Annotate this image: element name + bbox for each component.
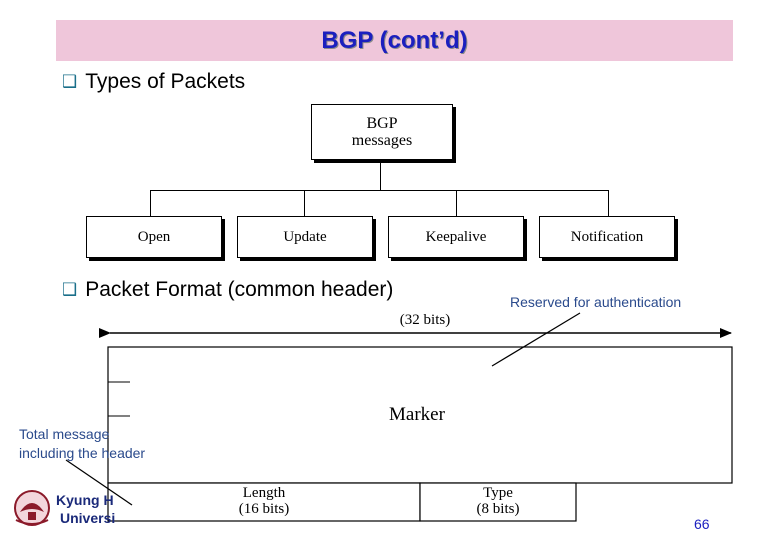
open-label: Open (137, 228, 171, 245)
root-line-1: BGP (366, 115, 398, 132)
university-seal-icon (14, 490, 50, 526)
marker-field (107, 346, 733, 484)
reserved-annotation: Reserved for authentication (510, 294, 682, 310)
tree-connector-keepalive (456, 190, 457, 216)
tree-connector-horizontal (150, 190, 609, 191)
total-line-1: Total message (19, 426, 110, 442)
tree-connector-open (150, 190, 151, 216)
bullet-types-of-packets: ❑ Types of Packets (62, 70, 245, 94)
reserved-pointer-line (491, 312, 581, 367)
bgp-messages-box: BGP messages (311, 104, 453, 160)
checkbox-bullet-icon: ❑ (62, 72, 78, 92)
type-bits: (8 bits) (476, 501, 520, 517)
update-box: Update (237, 216, 373, 258)
notification-label: Notification (570, 228, 644, 245)
length-label: Length (242, 485, 286, 501)
logo-line-2: Universi (60, 510, 116, 526)
marker-label: Marker (389, 404, 445, 425)
slide-title: BGP (cont’d) (321, 27, 468, 54)
type-label-group: Type (8 bits) (448, 485, 548, 517)
open-box: Open (86, 216, 222, 258)
type-field (419, 482, 577, 522)
length-field (107, 482, 421, 522)
notification-box: Notification (539, 216, 675, 258)
length-bits: (16 bits) (238, 501, 290, 517)
total-line-2: including the header (19, 445, 146, 461)
bullet-packet-format: ❑ Packet Format (common header) (62, 278, 393, 302)
tree-connector-vertical (380, 159, 381, 190)
title-bar: BGP (cont’d) (56, 20, 733, 61)
keepalive-box: Keepalive (388, 216, 524, 258)
bullet-text: Types of Packets (85, 70, 246, 93)
width-label: (32 bits) (399, 312, 451, 328)
total-pointer-line (65, 459, 133, 506)
tree-connector-update (304, 190, 305, 216)
logo-line-1: Kyung H (56, 492, 114, 508)
total-message-annotation: Total message including the header (19, 425, 145, 463)
page-number: 66 (694, 516, 710, 532)
update-label: Update (283, 228, 327, 245)
bullet-text: Packet Format (common header) (85, 278, 394, 301)
length-label-group: Length (16 bits) (204, 485, 324, 517)
type-label: Type (483, 485, 513, 501)
checkbox-bullet-icon: ❑ (62, 280, 78, 300)
tree-connector-notification (608, 190, 609, 216)
keepalive-label: Keepalive (425, 228, 487, 245)
root-line-2: messages (351, 132, 413, 149)
